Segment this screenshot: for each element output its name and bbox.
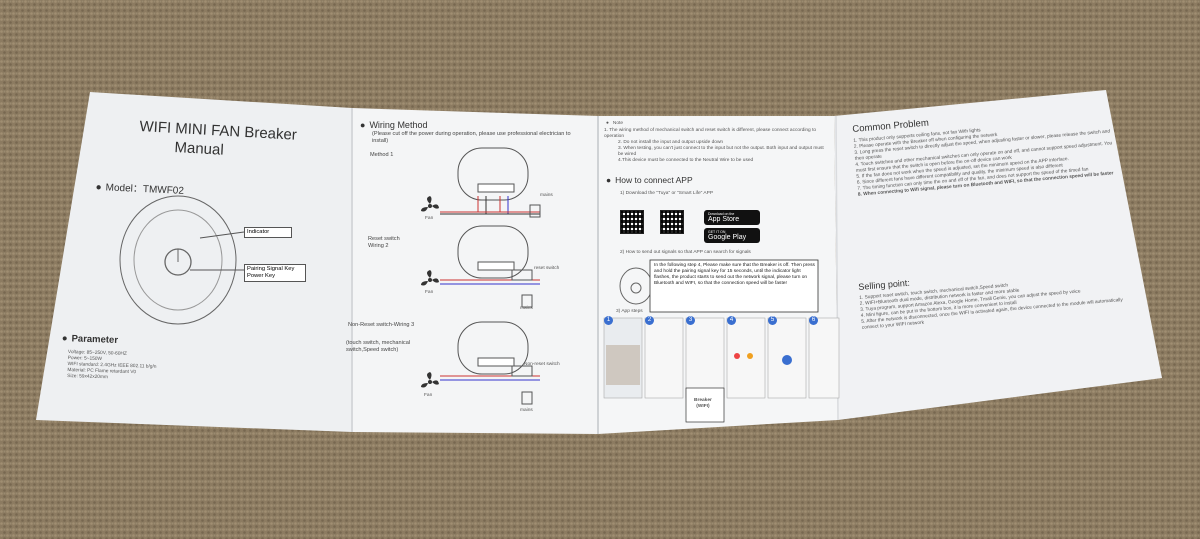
app-step-6: 6 [809, 316, 818, 325]
wiring-diagram-1 [440, 147, 541, 218]
note-4: 4.This device must be connected to the N… [618, 158, 754, 163]
google-play-label: Google Play [708, 234, 747, 241]
fan-label-1: Fan [425, 216, 434, 221]
breaker-wifi-label: Breaker (WIFI) [694, 398, 712, 409]
wiring-intro: (Please cut off the power during operati… [372, 131, 571, 145]
wiring-diagram-3 [440, 321, 540, 405]
qr-code-tuya[interactable] [620, 210, 644, 234]
pairing-key-label: Pairing Signal Key Power Key [244, 264, 306, 282]
fan-label-2: Fan [425, 290, 434, 295]
app-screenshots [603, 317, 840, 423]
nonreset-switch-tag: Non-reset switch [524, 362, 560, 367]
app-step-5: 5 [768, 316, 777, 325]
mains-label-1: mains [540, 193, 553, 198]
reset-switch-tag: reset switch [534, 266, 560, 271]
nonreset-label: Non-Reset switch-Wiring 3 [348, 322, 415, 328]
step-1-text: 1) Download the "Tuya" or "Smart Life" A… [620, 191, 714, 196]
note-3: 3. When testing, you can't just connect … [618, 146, 824, 157]
fan-icon [421, 372, 439, 388]
app-store-badge[interactable]: Download on the App Store [704, 210, 760, 225]
panel-4-paper [834, 90, 1162, 420]
note-list: 1. The wiring method of mechanical switc… [604, 128, 826, 164]
qr-code-smartlife[interactable] [660, 210, 684, 234]
indicator-label: Indicator [244, 227, 292, 238]
reset-switch-label: Reset switch Wiring 2 [368, 236, 400, 250]
note-1: 1. The wiring method of mechanical switc… [604, 128, 817, 139]
app-step-3: 3 [686, 316, 695, 325]
note-2: 2. Do not install the input and output u… [618, 140, 724, 145]
touch-switch-note: (touch switch, mechanical switch,Speed s… [346, 340, 411, 354]
app-store-label: App Store [708, 216, 740, 223]
method-1-label: Method 1 [370, 152, 394, 158]
app-step-2: 2 [645, 316, 654, 325]
panel-2-paper [352, 108, 598, 434]
step-3-text: 3) App steps [616, 309, 643, 314]
app-store-small: Download on the [708, 212, 735, 216]
mains-label-3: mains [520, 408, 533, 413]
step-2-text: 2) How to send out signals so that APP c… [620, 250, 751, 255]
manual-subtitle: Manual [174, 139, 225, 159]
mains-label-2: mains [520, 306, 533, 311]
parameter-list: Voltage: 85~250V, 50-60HZ Power: 5~150W … [67, 350, 157, 383]
panel-1-paper [36, 92, 352, 432]
wiring-diagram-2 [440, 225, 540, 308]
note-title: Note [606, 121, 623, 127]
parameter-heading: Parameter [62, 333, 118, 346]
fan-icon [421, 270, 439, 286]
google-play-small: GET IT ON [708, 230, 726, 234]
step-2-box-text: In the following step 4, Please make sur… [654, 263, 815, 286]
fan-icon [421, 196, 439, 212]
step2-box-frame [649, 259, 819, 313]
wiring-heading: Wiring Method [360, 120, 427, 130]
connect-app-heading: How to connect APP [606, 175, 693, 185]
fan-label-3: Fan [424, 393, 433, 398]
app-step-1: 1 [604, 316, 613, 325]
google-play-badge[interactable]: GET IT ON Google Play [704, 228, 760, 243]
app-step-4: 4 [727, 316, 736, 325]
